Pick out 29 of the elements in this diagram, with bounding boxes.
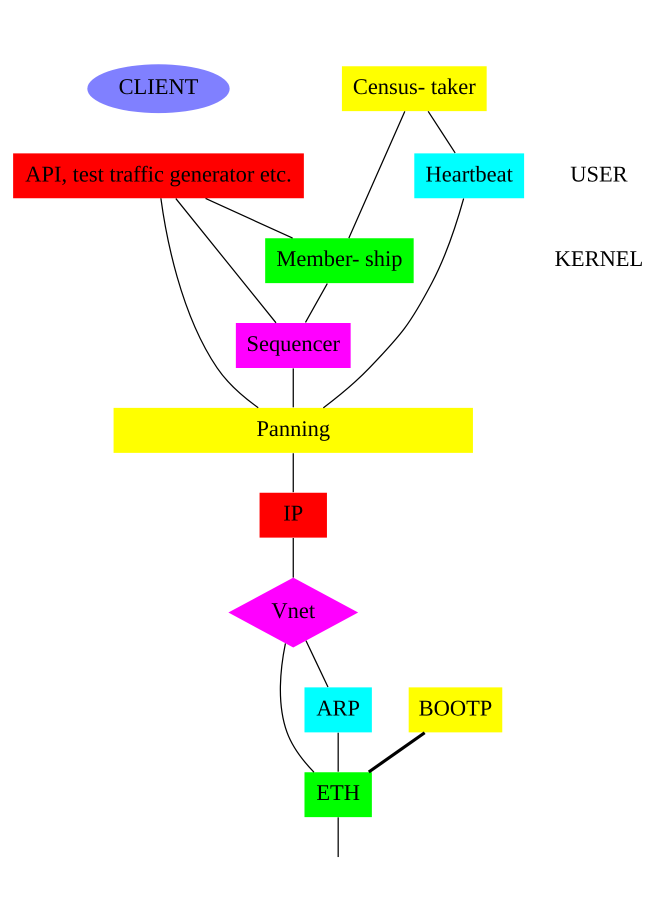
connector	[292, 368, 294, 407]
node-box: Census- taker	[342, 66, 487, 111]
label: KERNEL	[554, 246, 644, 271]
connector	[205, 197, 293, 238]
connector	[338, 732, 339, 772]
connector	[304, 282, 328, 322]
node-box: BOOTP	[408, 686, 502, 732]
connector	[292, 452, 294, 492]
connector	[305, 640, 329, 687]
node-diamond: Vnet	[228, 577, 358, 647]
node-box: API, test traffic generator etc.	[13, 152, 304, 198]
label: USER	[570, 160, 628, 186]
node-ellipse: CLIENT	[87, 64, 230, 113]
connector	[428, 110, 456, 153]
node-box: IP	[260, 492, 327, 538]
connector	[292, 537, 294, 578]
connector	[348, 110, 406, 238]
connector	[160, 198, 259, 408]
node-box: Member- ship	[265, 238, 414, 283]
node-box: ETH	[304, 772, 372, 817]
node-box: ARP	[304, 686, 372, 732]
node-box: Panning	[114, 407, 473, 452]
connector	[368, 730, 426, 773]
connector	[322, 198, 464, 408]
node-box: Heartbeat	[414, 152, 524, 198]
node-box: Sequencer	[236, 322, 351, 368]
connector	[175, 198, 276, 323]
connector	[280, 642, 314, 772]
connector	[338, 816, 339, 857]
